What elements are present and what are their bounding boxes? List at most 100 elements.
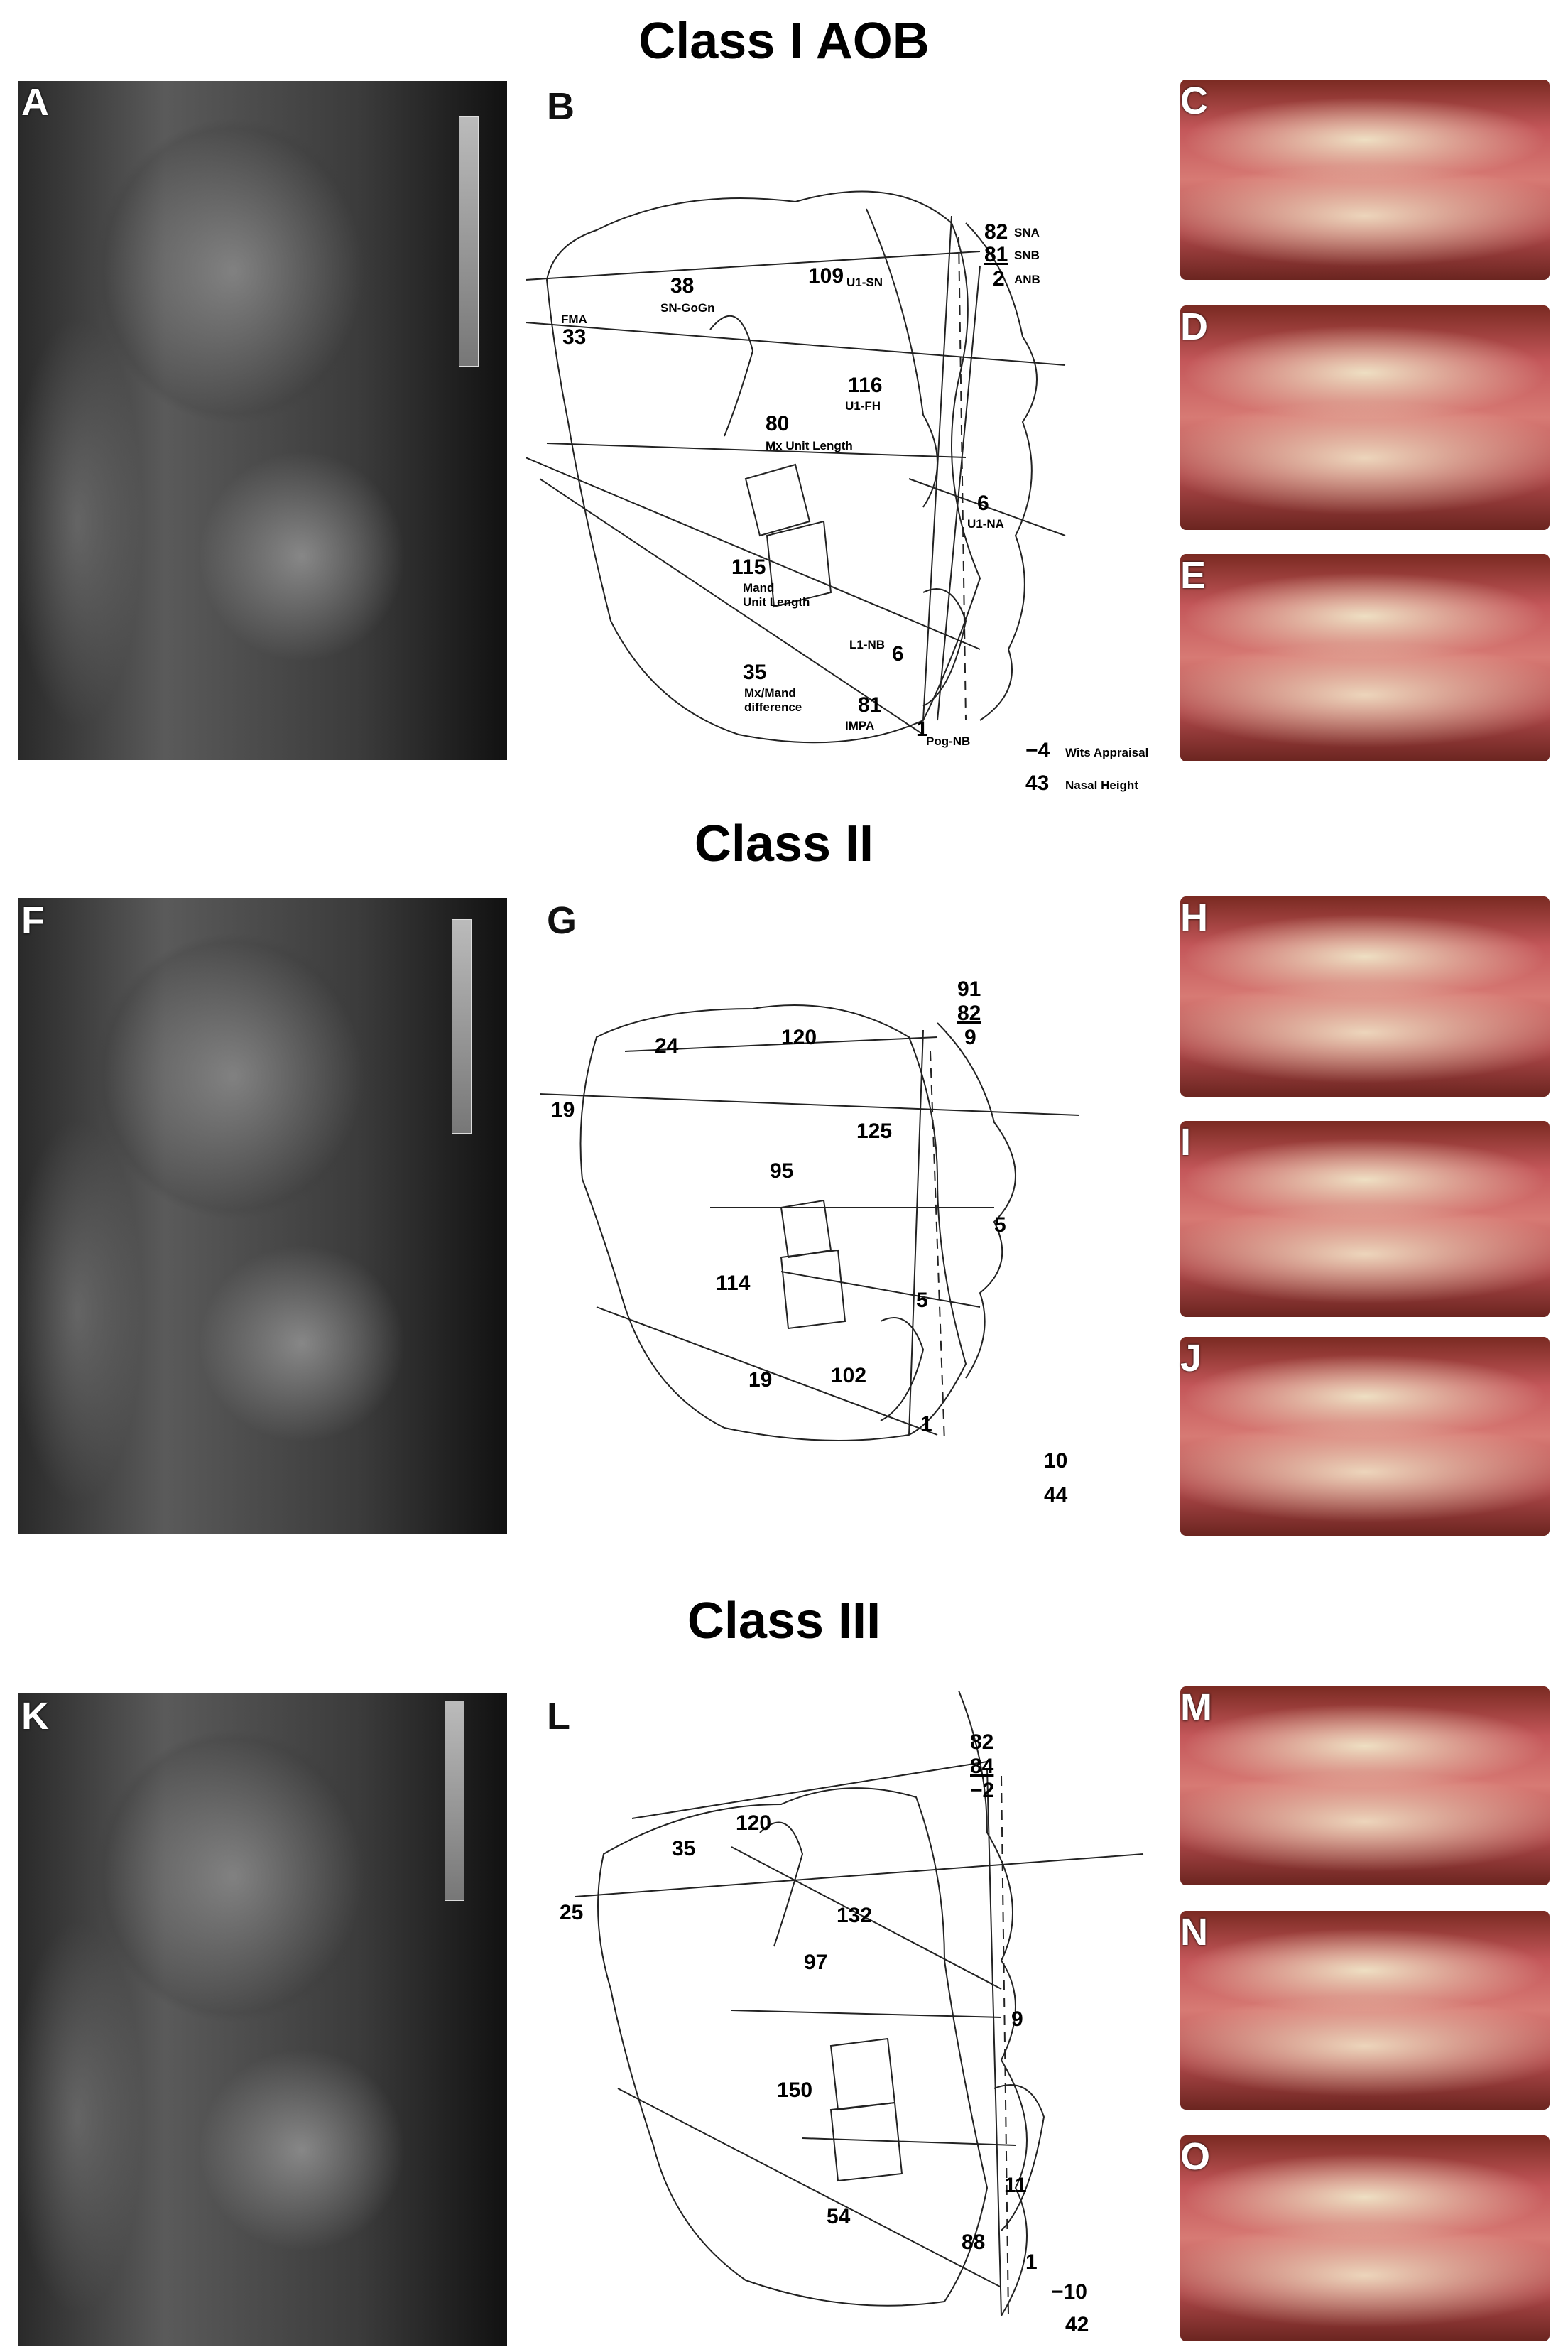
panel-label-d: D (1180, 305, 1208, 348)
mand-unit-length-label-2: Unit Length (743, 595, 810, 609)
intraoral-photo-o (1180, 2135, 1550, 2341)
panel-label-e: E (1180, 554, 1207, 597)
pog-nb-value-l: 1 (1025, 2250, 1038, 2274)
sna-value-g: 91 (957, 977, 981, 1001)
mand-unit-length-value-g: 114 (716, 1272, 751, 1295)
nasal-height-value: 43 (1025, 771, 1050, 795)
fma-label: FMA (561, 313, 587, 326)
impa-value-g: 102 (831, 1364, 867, 1387)
intraoral-photo-h (1180, 896, 1550, 1097)
panel-label-a: A (21, 81, 49, 124)
mx-mand-difference-label-1: Mx/Mand (744, 686, 796, 700)
sna-label: SNA (1014, 226, 1040, 239)
u1-sn-value: 109 (808, 264, 844, 288)
sna-value: 82 (984, 220, 1008, 244)
wits-appraisal-value-l: −10 (1051, 2280, 1087, 2304)
anb-value: 2 (993, 267, 1005, 291)
mx-mand-difference-value: 35 (743, 661, 767, 684)
ruler-icon (459, 116, 479, 367)
nasal-height-value-g: 44 (1044, 1483, 1068, 1507)
fma-value: 33 (562, 325, 587, 349)
u1-fh-value: 116 (848, 374, 883, 397)
panel-label-k: K (21, 1695, 49, 1738)
intraoral-photo-c (1180, 80, 1550, 280)
panel-label-i: I (1180, 1121, 1192, 1164)
sn-gogn-label: SN-GoGn (660, 301, 715, 315)
l1-nb-value-l: 11 (1004, 2174, 1027, 2197)
cephalometric-radiograph-a (18, 81, 507, 760)
u1-sn-label: U1-SN (846, 276, 883, 289)
anb-value-g: 9 (964, 1026, 976, 1049)
intraoral-photo-n (1180, 1911, 1550, 2110)
u1-na-value: 6 (977, 492, 989, 515)
section-title-class-2: Class II (694, 815, 874, 872)
cephalometric-tracing-g (540, 966, 1122, 1534)
anb-value-l: −2 (970, 1779, 995, 1802)
mx-unit-length-label: Mx Unit Length (766, 439, 853, 452)
u1-sn-value-l: 120 (736, 1811, 772, 1835)
intraoral-photo-d (1180, 305, 1550, 530)
u1-na-value-g: 5 (994, 1213, 1006, 1237)
l1-nb-label: L1-NB (849, 638, 886, 651)
mx-unit-length-value-l: 97 (804, 1951, 828, 1974)
snb-value-l: 84 (970, 1755, 994, 1778)
impa-label: IMPA (845, 719, 875, 732)
u1-fh-label: U1-FH (845, 399, 881, 413)
u1-na-value-l: 9 (1011, 2007, 1023, 2031)
mx-unit-length-value: 80 (766, 412, 790, 435)
mand-unit-length-value: 115 (731, 555, 766, 579)
cephalometric-tracing-b (526, 81, 1165, 798)
wits-appraisal-value-g: 10 (1044, 1449, 1068, 1473)
nasal-height-value-l: 42 (1065, 2313, 1089, 2336)
snb-value: 81 (984, 243, 1008, 266)
sn-gogn-value: 38 (670, 274, 695, 298)
pog-nb-value-g: 1 (920, 1412, 932, 1436)
u1-na-label: U1-NA (967, 517, 1004, 531)
panel-label-h: H (1180, 896, 1208, 939)
u1-sn-value-g: 120 (781, 1026, 817, 1049)
panel-label-b: B (547, 85, 575, 128)
u1-fh-value-l: 132 (837, 1904, 873, 1927)
intraoral-photo-i (1180, 1121, 1550, 1317)
panel-label-c: C (1180, 80, 1208, 122)
sna-value-l: 82 (970, 1730, 994, 1754)
mx-mand-difference-value-l: 54 (827, 2205, 851, 2228)
panel-label-f: F (21, 899, 45, 942)
l1-nb-value-g: 5 (916, 1289, 928, 1312)
intraoral-photo-j (1180, 1337, 1550, 1536)
anb-label: ANB (1014, 273, 1040, 286)
impa-value: 81 (858, 693, 882, 717)
intraoral-photo-m (1180, 1686, 1550, 1885)
impa-value-l: 88 (962, 2231, 986, 2254)
cephalometric-tracing-l (547, 1691, 1172, 2330)
mx-unit-length-value-g: 95 (770, 1159, 794, 1183)
ruler-icon (452, 919, 472, 1134)
pog-nb-value: 1 (916, 717, 928, 741)
panel-label-o: O (1180, 2135, 1211, 2178)
cephalometric-radiograph-k (18, 1693, 507, 2346)
cephalometric-radiograph-f (18, 898, 507, 1534)
panel-label-j: J (1180, 1337, 1202, 1380)
section-title-class-1-aob: Class I AOB (638, 13, 930, 70)
wits-appraisal-label: Wits Appraisal (1065, 746, 1149, 759)
wits-appraisal-value: −4 (1025, 739, 1050, 762)
l1-nb-value: 6 (892, 642, 904, 666)
panel-label-n: N (1180, 1911, 1208, 1953)
section-title-class-3: Class III (687, 1593, 881, 1649)
intraoral-photo-e (1180, 554, 1550, 761)
mx-mand-difference-value-g: 19 (748, 1368, 773, 1392)
sn-gogn-value-g: 24 (655, 1034, 679, 1058)
pog-nb-label: Pog-NB (926, 735, 971, 748)
snb-value-g: 82 (957, 1002, 981, 1025)
panel-label-m: M (1180, 1686, 1212, 1729)
snb-label: SNB (1014, 249, 1040, 262)
ruler-icon (445, 1701, 464, 1901)
fma-value-l: 25 (560, 1901, 584, 1924)
sn-gogn-value-l: 35 (672, 1837, 696, 1860)
mand-unit-length-label-1: Mand (743, 581, 775, 595)
panel-label-l: L (547, 1695, 570, 1738)
mx-mand-difference-label-2: difference (744, 700, 802, 714)
u1-fh-value-g: 125 (856, 1120, 893, 1143)
panel-label-g: G (547, 899, 577, 942)
fma-value-g: 19 (551, 1098, 575, 1122)
